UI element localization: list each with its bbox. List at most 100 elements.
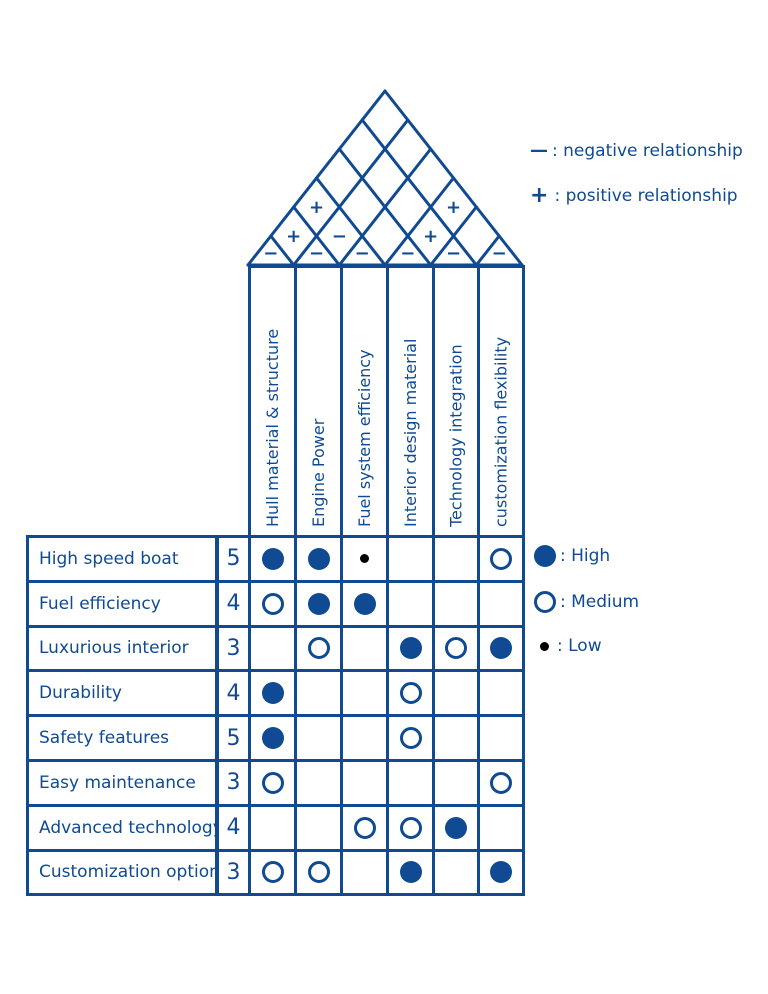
improvement-direction-symbol: − — [400, 243, 415, 264]
high-relationship-icon — [261, 682, 284, 705]
roof-grid-line — [360, 118, 478, 267]
small-dot-icon — [540, 641, 549, 651]
customer-requirement-label: Fuel efficiency — [26, 579, 218, 628]
relationship-cell — [432, 669, 480, 718]
improvement-direction-symbol: − — [263, 243, 278, 264]
relationship-cell — [248, 759, 297, 807]
relationship-cell — [340, 579, 389, 628]
relationship-cell — [477, 624, 525, 673]
high-relationship-icon — [261, 547, 284, 570]
customer-requirement-label: Customization option — [26, 848, 220, 897]
filled-circle-icon — [534, 545, 556, 567]
medium-relationship-icon — [490, 547, 512, 570]
relationship-cell — [340, 759, 389, 807]
roof-grid-line — [315, 176, 387, 267]
relationship-cell — [294, 803, 343, 852]
relationship-cell — [386, 669, 435, 718]
technical-requirement-header: Hull material & structure — [248, 265, 297, 538]
high-relationship-icon — [399, 637, 422, 660]
relationship-cell — [432, 803, 480, 852]
technical-requirement-header: Engine Power — [294, 265, 343, 538]
low-relationship-icon — [360, 554, 369, 564]
customer-requirement-label: Advanced technology — [26, 803, 223, 852]
relationship-cell — [386, 803, 435, 852]
relationship-cell — [340, 803, 389, 852]
legend-high: : High — [534, 543, 639, 569]
high-relationship-icon — [399, 861, 422, 884]
strength-legend: : High : Medium : Low — [534, 543, 639, 659]
relationship-cell — [477, 669, 525, 718]
roof-grid-line — [292, 205, 341, 267]
importance-rating: 3 — [216, 848, 251, 897]
relationship-cell — [386, 579, 435, 628]
relationship-cell — [477, 759, 525, 807]
relationship-cell — [340, 714, 389, 762]
roof-grid-line — [383, 89, 524, 267]
importance-rating: 5 — [216, 714, 251, 762]
improvement-direction-symbol: − — [309, 243, 324, 264]
relationship-cell — [340, 535, 389, 583]
roof-grid-line — [337, 147, 433, 267]
customer-requirement-label: Easy maintenance — [26, 759, 218, 807]
relationship-cell — [386, 759, 435, 807]
relationship-cell — [248, 714, 297, 762]
relationship-cell — [432, 759, 480, 807]
technical-requirement-header: customization flexibility — [477, 265, 525, 538]
technical-requirement-header: Technology integration — [432, 265, 480, 538]
relationship-cell — [248, 669, 297, 718]
legend-low: : Low — [534, 633, 639, 659]
roof-correlation-symbol: + — [446, 197, 461, 218]
relationship-cell — [294, 669, 343, 718]
legend-medium: : Medium — [534, 589, 639, 615]
improvement-direction-symbol: − — [446, 243, 461, 264]
medium-relationship-icon — [261, 771, 284, 794]
high-relationship-icon — [261, 727, 284, 750]
open-circle-icon — [534, 591, 556, 613]
relationship-cell — [477, 803, 525, 852]
customer-requirement-label: Durability — [26, 669, 218, 718]
roof-correlation-symbol: + — [423, 226, 438, 247]
relationship-cell — [432, 848, 480, 897]
high-relationship-icon — [353, 592, 376, 615]
technical-requirement-header: Fuel system efficiency — [340, 265, 389, 538]
relationship-cell — [477, 714, 525, 762]
relationship-cell — [340, 669, 389, 718]
roof-grid-line — [383, 176, 455, 267]
roof-grid-line — [474, 234, 501, 267]
relationship-cell — [477, 848, 525, 897]
relationship-cell — [386, 714, 435, 762]
improvement-direction-symbol: − — [492, 243, 507, 264]
legend-negative: — : negative relationship — [530, 140, 743, 161]
relationship-cell — [432, 714, 480, 762]
medium-relationship-icon — [307, 861, 330, 884]
relationship-cell — [340, 848, 389, 897]
relationship-cell — [477, 579, 525, 628]
medium-relationship-icon — [399, 682, 422, 705]
importance-rating: 4 — [216, 803, 251, 852]
technical-requirement-header: Interior design material — [386, 265, 435, 538]
importance-rating: 4 — [216, 669, 251, 718]
roof-correlation-symbol: − — [332, 226, 347, 247]
legend-positive: + : positive relationship — [530, 183, 738, 208]
relationship-cell — [294, 714, 343, 762]
relationship-cell — [386, 848, 435, 897]
relationship-cell — [248, 848, 297, 897]
minus-icon: — — [530, 140, 548, 161]
high-relationship-icon — [445, 816, 467, 839]
high-relationship-icon — [490, 861, 512, 884]
high-relationship-icon — [307, 592, 330, 615]
medium-relationship-icon — [261, 592, 284, 615]
medium-relationship-icon — [445, 637, 467, 660]
relationship-cell — [248, 803, 297, 852]
correlation-legend: — : negative relationship + : positive r… — [530, 140, 743, 208]
customer-requirement-label: Luxurious interior — [26, 624, 218, 673]
relationship-cell — [248, 535, 297, 583]
relationship-cell — [386, 624, 435, 673]
high-relationship-icon — [307, 547, 330, 570]
relationship-cell — [294, 624, 343, 673]
relationship-cell — [432, 624, 480, 673]
importance-rating: 3 — [216, 624, 251, 673]
medium-relationship-icon — [307, 637, 330, 660]
medium-relationship-icon — [261, 861, 284, 884]
importance-rating: 3 — [216, 759, 251, 807]
